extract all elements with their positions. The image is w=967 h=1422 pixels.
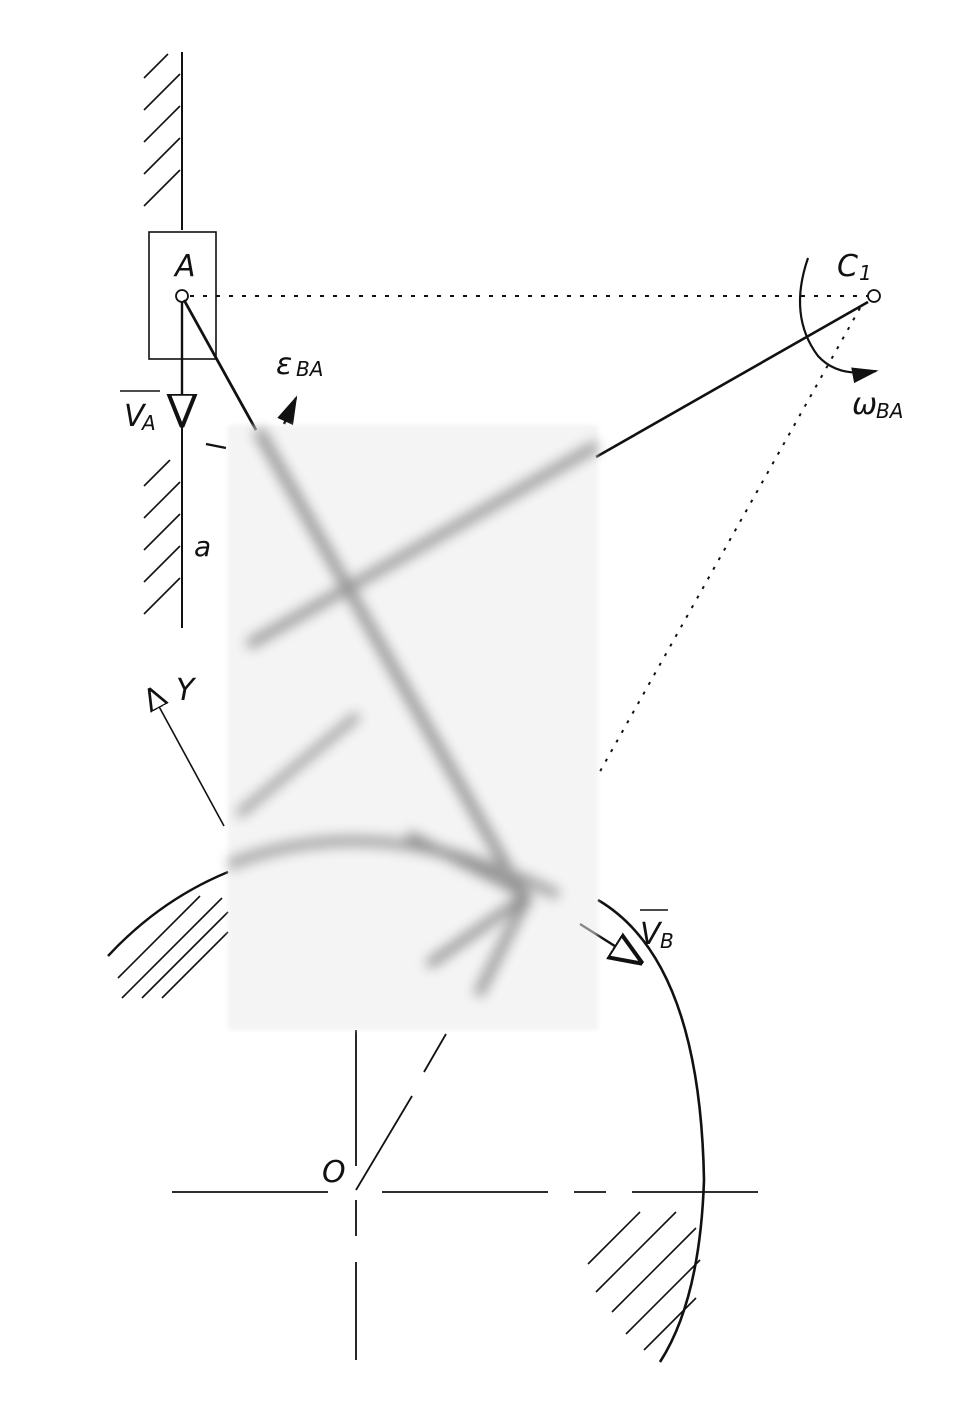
label-c1: C xyxy=(837,249,858,284)
y-axis-arrow xyxy=(150,690,225,827)
label-a-small: a xyxy=(194,530,211,563)
label-eps-ba-sub: BA xyxy=(296,357,323,381)
line-c1-to-link xyxy=(595,300,869,459)
wall-hatching-lower xyxy=(143,459,181,615)
joint-c1 xyxy=(867,289,881,303)
label-omega-ba: ω xyxy=(852,387,877,422)
label-y-axis: Y xyxy=(176,673,197,708)
epsilon-ba-arrow xyxy=(277,395,298,426)
label-a: A xyxy=(173,249,196,284)
label-omega-ba-sub: BA xyxy=(876,399,903,423)
curved-guide-right xyxy=(597,898,706,1363)
joint-a xyxy=(175,289,189,303)
label-vel-b: V xyxy=(640,917,663,952)
curve-hatching-right xyxy=(587,1211,701,1351)
dotted-line-c1-b xyxy=(597,307,861,776)
label-vel-b-sub: B xyxy=(660,929,674,953)
label-vel-a-sub: A xyxy=(140,411,156,435)
omega-ba-arc xyxy=(798,257,879,384)
curve-hatching-left xyxy=(117,895,229,999)
curved-guide-left xyxy=(107,870,229,957)
link-ab xyxy=(182,299,258,431)
label-o: O xyxy=(322,1155,346,1190)
obscured-content xyxy=(228,427,598,998)
radius-line-o xyxy=(355,1095,413,1191)
label-eps-ba: ε xyxy=(276,347,292,382)
obscured-region xyxy=(228,425,598,1030)
label-vel-a: V xyxy=(124,399,147,434)
center-axes xyxy=(172,1030,758,1360)
radius-line-o-dash xyxy=(423,1033,447,1073)
wall-hatching-upper xyxy=(143,53,181,207)
label-c1-sub: 1 xyxy=(859,261,872,285)
epsilon-tick xyxy=(205,442,227,450)
